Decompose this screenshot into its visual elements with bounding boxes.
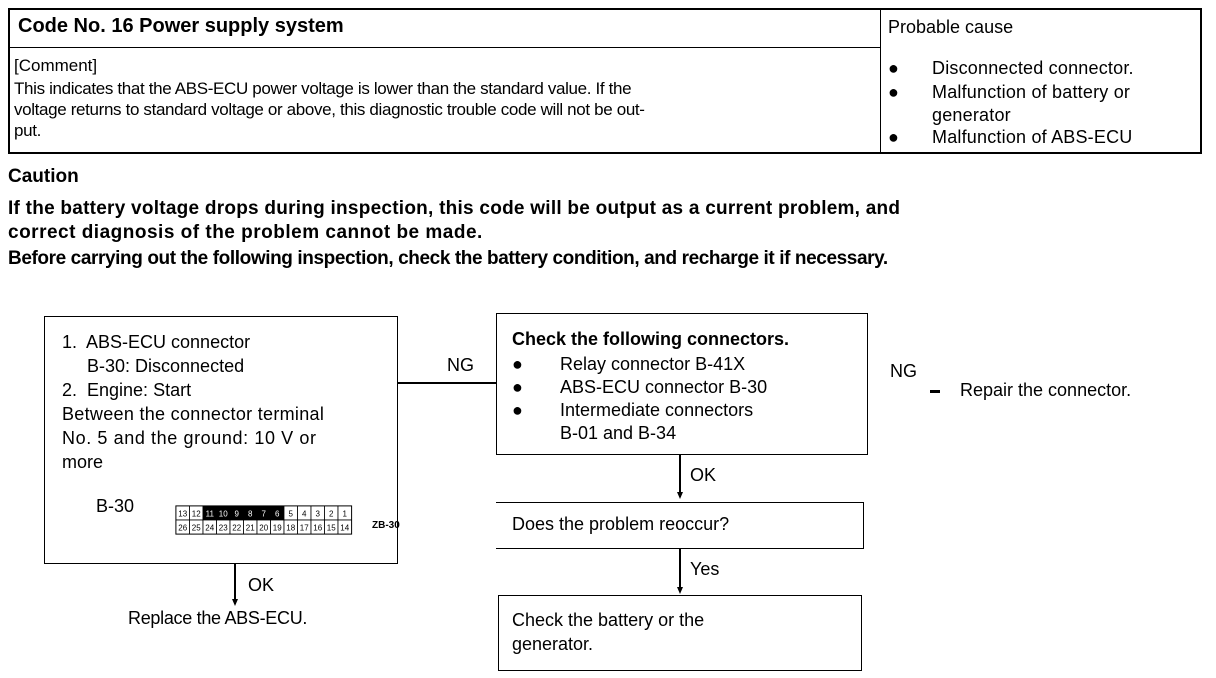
ok-arrow-line	[679, 455, 681, 497]
reoccur-question-text: Does the problem reoccur?	[512, 514, 730, 534]
ng-label: NG	[447, 355, 474, 375]
connector-pin-label: 4	[302, 510, 307, 519]
yes-arrow-line	[679, 549, 681, 591]
inspection-step-box	[44, 316, 398, 564]
step-line: more	[62, 452, 104, 472]
connector-pin-label: 11	[206, 510, 215, 519]
step-line: 2. Engine: Start	[62, 380, 192, 400]
connector-item-text: B-01 and B-34	[560, 423, 677, 443]
arrow-dash-icon	[930, 390, 940, 393]
table-row-divider	[8, 47, 881, 48]
connector-pin-label: 18	[286, 524, 295, 533]
probable-cause-text: generator	[932, 105, 1011, 125]
reoccur-question-box	[496, 502, 864, 549]
connector-pin-label: 17	[300, 524, 309, 533]
bullet-icon: ●	[512, 377, 523, 397]
comment-label: [Comment]	[14, 56, 98, 75]
bullet-icon: ●	[512, 354, 523, 374]
check-connectors-box	[496, 313, 868, 455]
caution-line: correct diagnosis of the problem cannot …	[8, 222, 483, 243]
connector-pin-label: 14	[340, 524, 349, 533]
arrow-down-icon	[232, 599, 238, 606]
connector-pin-label: 21	[246, 524, 255, 533]
ng-connector-line	[398, 382, 496, 384]
comment-line: voltage returns to standard voltage or a…	[14, 100, 645, 119]
repair-connector-result: Repair the connector.	[960, 380, 1132, 400]
caution-heading: Caution	[8, 166, 79, 187]
probable-cause-text: Malfunction of ABS-ECU	[932, 127, 1133, 147]
bullet-icon: ●	[888, 127, 899, 147]
probable-cause-heading: Probable cause	[888, 17, 1014, 37]
check-battery-box	[498, 595, 862, 671]
check-battery-text: Check the battery or the generator.	[512, 608, 704, 656]
step-line: B-30: Disconnected	[62, 356, 245, 376]
ok-label: OK	[690, 465, 717, 485]
step-line: generator.	[512, 634, 594, 654]
connector-item-text: ABS-ECU connector B-30	[560, 377, 768, 397]
figure-code: ZB-30	[372, 520, 400, 531]
connector-pin-label: 8	[248, 510, 253, 519]
replace-ecu-result: Replace the ABS-ECU.	[128, 608, 308, 628]
comment-line: put.	[14, 121, 41, 140]
step-line: No. 5 and the ground: 10 V or	[62, 428, 317, 448]
connector-pin-label: 6	[275, 510, 280, 519]
ok-arrow-line	[234, 564, 236, 604]
connector-pin-cell	[337, 519, 352, 535]
connector-pin-label: 20	[259, 524, 268, 533]
ng-label: NG	[890, 361, 917, 381]
step-line: Check the battery or the	[512, 610, 705, 630]
connector-pin-label: 24	[205, 524, 214, 533]
caution-line: Before carrying out the following inspec…	[8, 248, 888, 269]
connector-pin-label: 13	[178, 510, 187, 519]
connector-pin-label: 23	[219, 524, 228, 533]
caution-line: If the battery voltage drops during insp…	[8, 198, 901, 219]
step-line: 1. ABS-ECU connector	[62, 332, 251, 352]
connector-label: B-30	[96, 496, 135, 516]
comment-line: This indicates that the ABS-ECU power vo…	[14, 79, 632, 98]
connector-pin-label: 10	[219, 510, 228, 519]
yes-label: Yes	[690, 559, 720, 579]
connector-pin-label: 15	[327, 524, 336, 533]
bullet-icon: ●	[888, 58, 899, 78]
connector-pin-label: 16	[313, 524, 322, 533]
connector-pin-label: 7	[262, 510, 267, 519]
connector-pin-label: 3	[316, 510, 321, 519]
ok-label: OK	[248, 575, 275, 595]
connector-pin-label: 19	[273, 524, 282, 533]
inspection-step-text: 1. ABS-ECU connector B-30: Disconnected …	[62, 330, 324, 474]
comment-text: This indicates that the ABS-ECU power vo…	[14, 78, 876, 141]
connector-pin-label: 2	[329, 510, 334, 519]
arrow-down-icon	[677, 587, 683, 594]
connector-pin-label: 22	[232, 524, 241, 533]
bullet-icon: ●	[888, 82, 899, 102]
arrow-down-icon	[677, 492, 683, 499]
connector-item-text: Intermediate connectors	[560, 400, 754, 420]
probable-cause-text: Malfunction of battery or	[932, 82, 1131, 102]
probable-cause-text: Disconnected connector.	[932, 58, 1134, 78]
table-column-divider	[880, 8, 881, 154]
check-connectors-title: Check the following connectors.	[512, 329, 790, 349]
connector-pin-label: 1	[343, 510, 348, 519]
step-line: Between the connector terminal	[62, 404, 325, 424]
connector-item-text: Relay connector B-41X	[560, 354, 746, 374]
trouble-code-table	[8, 8, 1202, 154]
connector-pin-label: 26	[178, 524, 187, 533]
connector-pin-label: 9	[235, 510, 240, 519]
bullet-icon: ●	[512, 400, 523, 420]
connector-pin-label: 25	[192, 524, 201, 533]
connector-pin-label: 12	[192, 510, 201, 519]
code-title: Code No. 16 Power supply system	[18, 15, 344, 37]
connector-pin-label: 5	[289, 510, 294, 519]
